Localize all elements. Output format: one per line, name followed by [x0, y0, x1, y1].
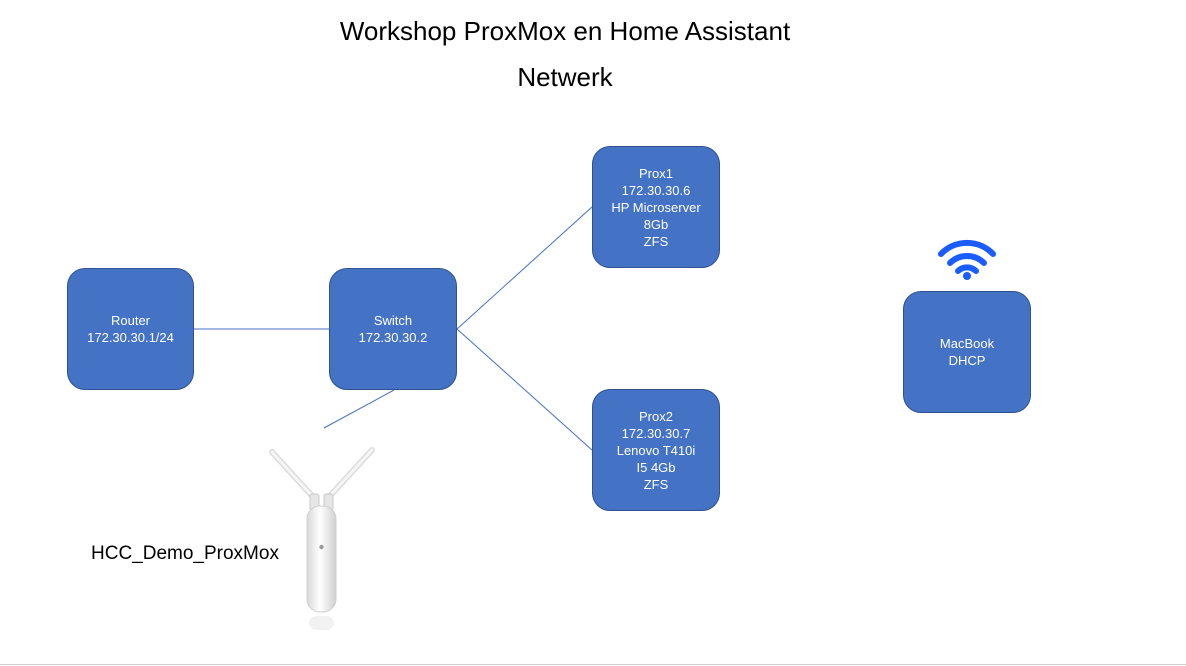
prox1-hardware: HP Microserver: [611, 199, 701, 215]
link-switch-prox2: [456, 328, 593, 451]
switch-node: Switch 172.30.30.2: [329, 268, 457, 390]
wireless-access-point-icon: [269, 447, 375, 630]
link-switch-access-point: [323, 389, 395, 429]
prox1-node: Prox1 172.30.30.6 HP Microserver 8Gb ZFS: [592, 146, 720, 268]
wifi-icon: [938, 239, 996, 280]
router-node: Router 172.30.30.1/24: [67, 268, 194, 390]
prox2-ip: 172.30.30.7: [621, 425, 691, 441]
diagram-title: Workshop ProxMox en Home Assistant: [339, 16, 791, 46]
router-name: Router: [110, 313, 151, 328]
prox2-cpu-memory: I5 4Gb: [636, 459, 676, 475]
macbook-node: MacBook DHCP: [903, 291, 1031, 413]
link-switch-prox1: [456, 206, 593, 330]
prox2-filesystem: ZFS: [643, 476, 669, 492]
bottom-divider: [0, 664, 1186, 665]
prox1-name: Prox1: [639, 165, 673, 181]
prox2-node: Prox2 172.30.30.7 Lenovo T410i I5 4Gb ZF…: [592, 389, 720, 511]
switch-ip: 172.30.30.2: [358, 330, 428, 345]
access-point-ssid-label: HCC_Demo_ProxMox: [91, 543, 279, 564]
prox1-filesystem: ZFS: [643, 233, 669, 249]
prox2-name: Prox2: [639, 408, 673, 424]
router-ip: 172.30.30.1/24: [87, 330, 174, 345]
macbook-ip-mode: DHCP: [948, 353, 986, 368]
diagram-subtitle: Netwerk: [517, 62, 613, 92]
macbook-name: MacBook: [939, 336, 995, 351]
prox2-hardware: Lenovo T410i: [616, 442, 696, 458]
switch-name: Switch: [373, 313, 413, 328]
prox1-memory: 8Gb: [643, 216, 669, 232]
prox1-ip: 172.30.30.6: [621, 182, 691, 198]
